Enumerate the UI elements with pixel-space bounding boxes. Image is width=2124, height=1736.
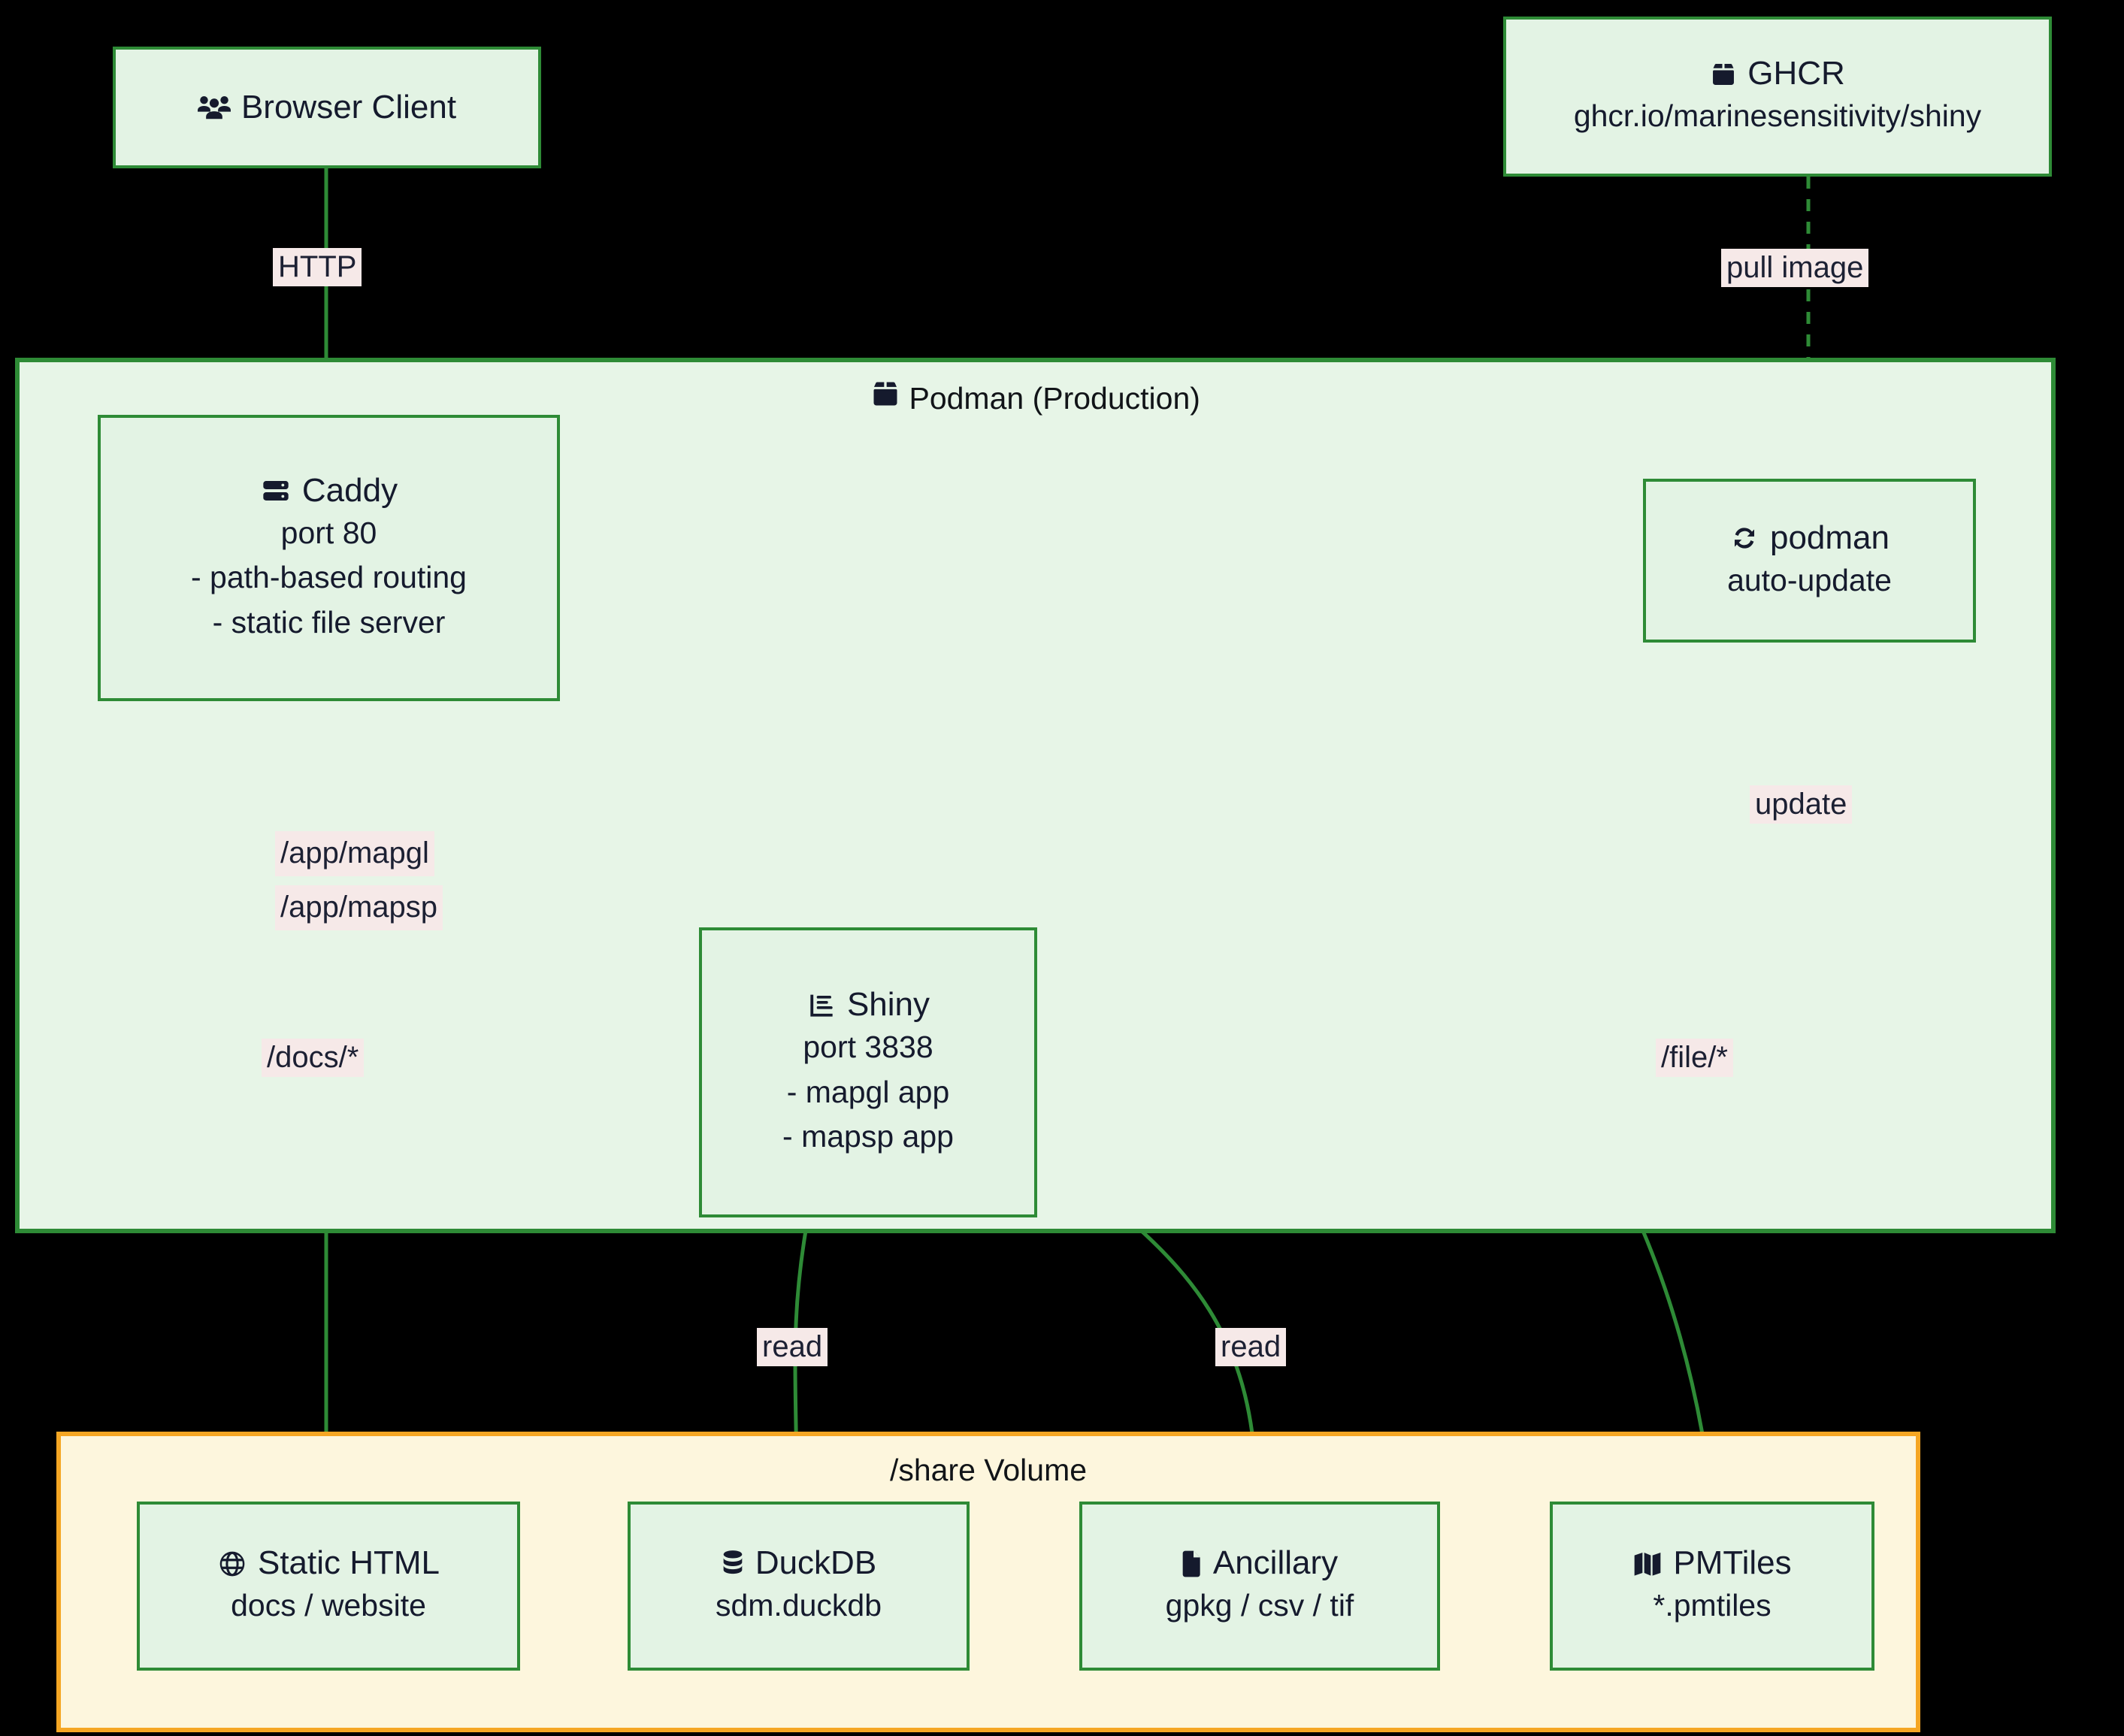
node-caddy-feature-routing: - path-based routing — [191, 560, 467, 595]
node-pmtiles-subtitle: *.pmtiles — [1653, 1588, 1772, 1623]
node-caddy-feature-static: - static file server — [212, 604, 446, 640]
node-static-html[interactable]: Static HTML docs / website — [137, 1502, 520, 1671]
edge-label-docs: /docs/* — [262, 1039, 365, 1077]
node-ancillary[interactable]: Ancillary gpkg / csv / tif — [1079, 1502, 1440, 1671]
edge-label-app-mapgl: /app/mapgl — [275, 831, 434, 876]
node-pmtiles-title: PMTiles — [1632, 1544, 1792, 1583]
node-shiny[interactable]: Shiny port 3838 - mapgl app - mapsp app — [699, 927, 1037, 1217]
node-caddy-label: Caddy — [301, 471, 398, 509]
cluster-share-title: /share Volume — [889, 1453, 1088, 1487]
node-browser-client[interactable]: Browser Client — [113, 47, 541, 168]
node-shiny-label: Shiny — [846, 986, 930, 1024]
edge-label-update: update — [1750, 785, 1853, 824]
database-icon — [721, 1549, 745, 1579]
node-caddy-title: Caddy — [260, 471, 398, 511]
node-pmtiles[interactable]: PMTiles *.pmtiles — [1550, 1502, 1874, 1671]
edge-label-pull-image: pull image — [1721, 249, 1869, 287]
edge-label-read-duckdb: read — [757, 1328, 828, 1366]
server-icon — [260, 476, 292, 506]
node-static-html-title: Static HTML — [217, 1544, 440, 1583]
node-ghcr-title: GHCR — [1710, 54, 1845, 94]
node-caddy-port: port 80 — [280, 515, 377, 550]
node-static-html-subtitle: docs / website — [231, 1588, 426, 1623]
node-caddy[interactable]: Caddy port 80 - path-based routing - sta… — [98, 415, 560, 701]
node-ghcr-subtitle: ghcr.io/marinesensitivity/shiny — [1573, 98, 1982, 134]
node-podman-auto-update[interactable]: podman auto-update — [1643, 479, 1976, 643]
node-duckdb-title: DuckDB — [721, 1544, 876, 1583]
node-ghcr[interactable]: GHCR ghcr.io/marinesensitivity/shiny — [1503, 17, 2052, 177]
node-pmtiles-label: PMTiles — [1673, 1544, 1792, 1582]
map-icon — [1632, 1549, 1663, 1579]
sync-icon — [1729, 523, 1759, 553]
cluster-podman-label: Podman (Production) — [909, 381, 1200, 416]
node-shiny-app-mapsp: - mapsp app — [782, 1119, 954, 1154]
node-ancillary-subtitle: gpkg / csv / tif — [1165, 1588, 1354, 1623]
edge-label-file: /file/* — [1656, 1039, 1733, 1077]
edge-label-app-mapsp: /app/mapsp — [275, 885, 443, 930]
node-shiny-port: port 3838 — [803, 1030, 933, 1065]
node-ghcr-label: GHCR — [1747, 55, 1845, 92]
cluster-podman-title: Podman (Production) — [20, 379, 2051, 416]
node-shiny-title: Shiny — [806, 985, 930, 1025]
chart-bar-icon — [806, 990, 837, 1021]
node-duckdb[interactable]: DuckDB sdm.duckdb — [628, 1502, 970, 1671]
node-podman-auto-update-subtitle: auto-update — [1727, 562, 1892, 597]
edge-label-read-ancillary: read — [1215, 1328, 1287, 1366]
node-browser-client-label: Browser Client — [241, 88, 457, 126]
node-ancillary-label: Ancillary — [1212, 1544, 1339, 1582]
node-browser-client-title: Browser Client — [197, 88, 457, 128]
box-icon — [1710, 59, 1737, 89]
users-icon — [197, 92, 231, 122]
node-ancillary-title: Ancillary — [1182, 1544, 1338, 1583]
globe-icon — [217, 1549, 247, 1579]
node-duckdb-label: DuckDB — [755, 1544, 877, 1582]
node-podman-auto-update-label: podman — [1769, 519, 1890, 556]
node-podman-auto-update-title: podman — [1729, 519, 1890, 558]
node-shiny-app-mapgl: - mapgl app — [786, 1074, 950, 1109]
node-static-html-label: Static HTML — [257, 1544, 440, 1582]
edge-label-http: HTTP — [273, 248, 362, 286]
file-icon — [1182, 1549, 1203, 1579]
node-duckdb-subtitle: sdm.duckdb — [715, 1588, 882, 1623]
box-icon — [870, 379, 900, 409]
